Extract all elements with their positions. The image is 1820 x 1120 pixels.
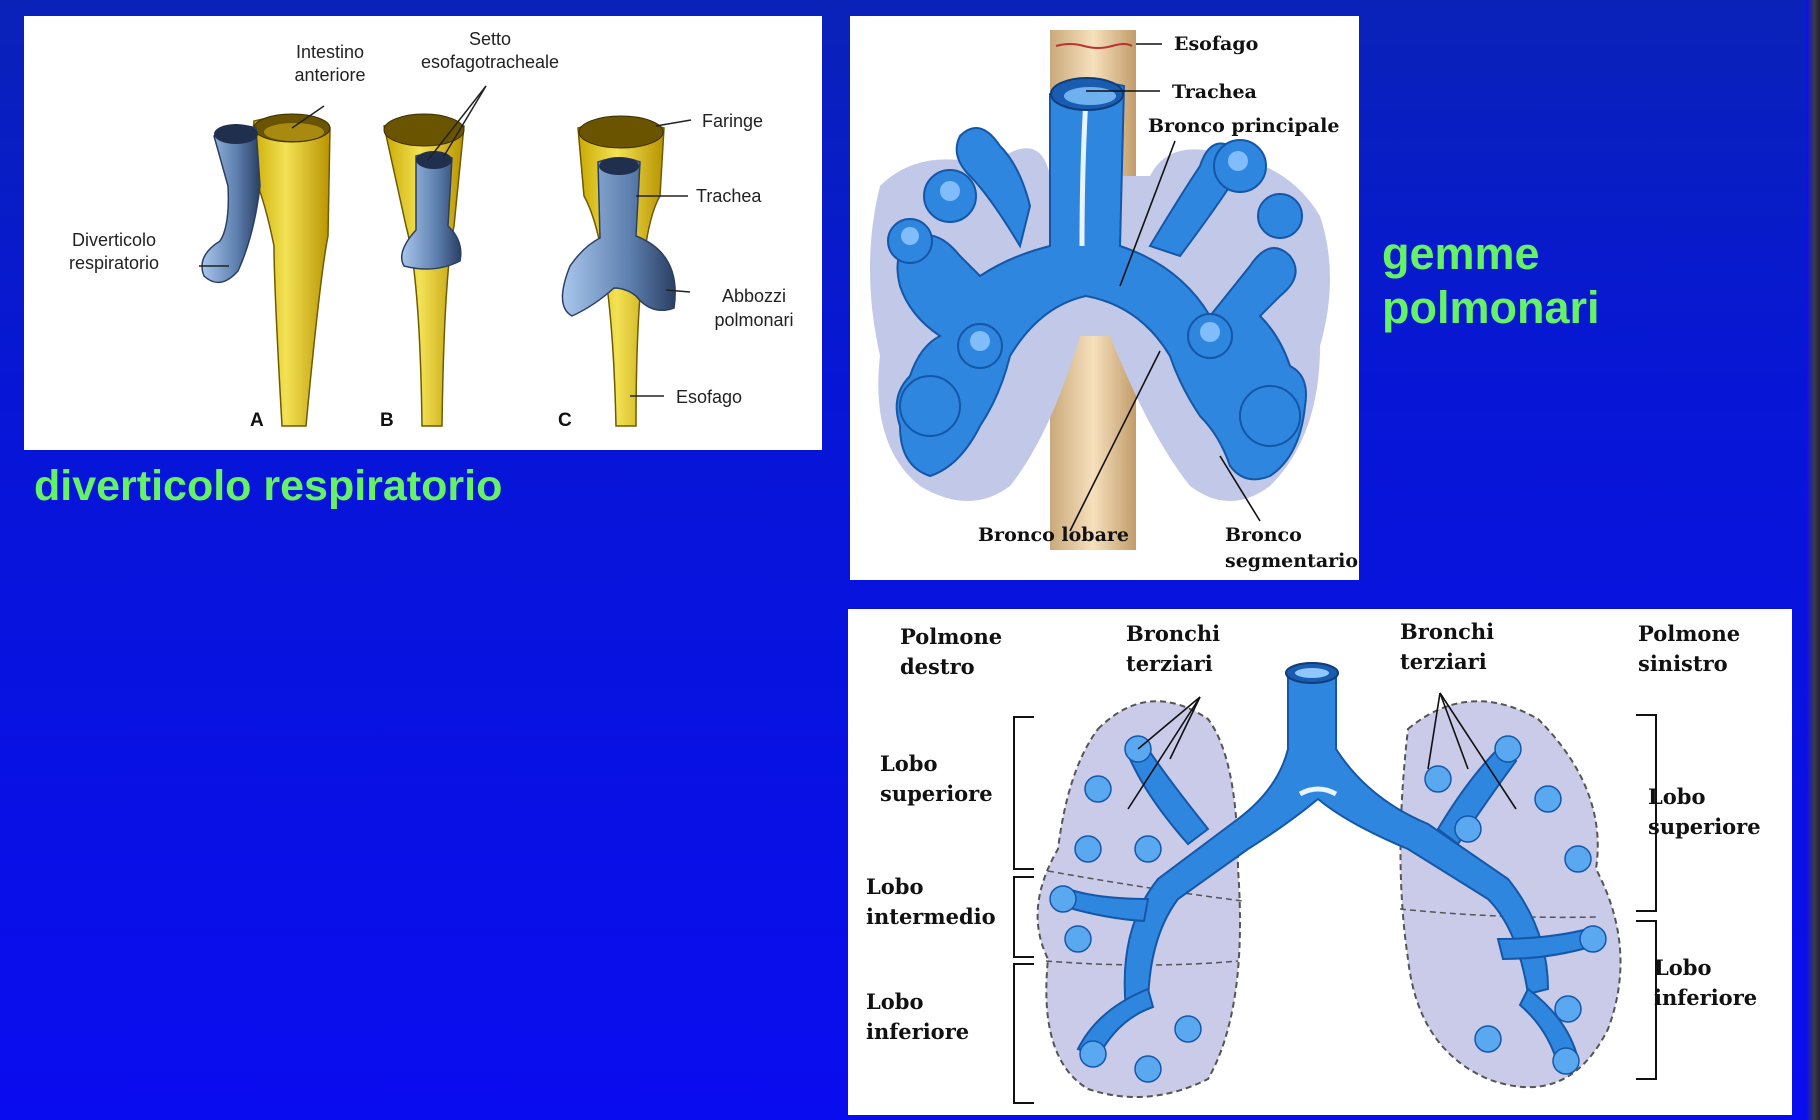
stage-c-drawing <box>561 115 676 427</box>
label-lobo-inf-l-2: inferiore <box>866 1019 969 1044</box>
label-bronco-segmentario-1: Bronco <box>1225 524 1302 546</box>
label-lobo-int-2: intermedio <box>866 904 996 929</box>
panel-respiratory-diverticulum: Intestino anteriore Setto esofagotrachea… <box>24 16 822 450</box>
lung-buds-diagram: Esofago Trachea Bronco principale Bronco… <box>870 30 1358 572</box>
window-right-edge <box>1806 0 1820 1120</box>
label-polmone-sinistro-2: sinistro <box>1638 651 1728 676</box>
label-faringe: Faringe <box>702 111 763 131</box>
label-diverticolo-2: respiratorio <box>69 253 159 273</box>
label-lobo-sup-l-1: Lobo <box>880 751 937 776</box>
panel-b-leaders <box>1069 43 1261 532</box>
stage-label-c: C <box>558 410 572 431</box>
label-bronchi-left-2: terziari <box>1126 651 1213 676</box>
label-lobo-sup-r-2: superiore <box>1648 814 1761 839</box>
label-lobo-sup-r-1: Lobo <box>1648 784 1705 809</box>
label-trachea: Trachea <box>696 186 762 206</box>
lobe-brackets <box>1013 714 1657 1104</box>
label-lobo-inf-r-2: inferiore <box>1654 985 1757 1010</box>
label-trachea-b: Trachea <box>1172 81 1257 103</box>
label-bronchi-right-1: Bronchi <box>1400 619 1494 644</box>
label-lobo-int-1: Lobo <box>866 874 923 899</box>
caption-gemme: gemme <box>1382 228 1540 279</box>
panel-lung-buds: Esofago Trachea Bronco principale Bronco… <box>850 16 1359 580</box>
stage-a-drawing <box>201 113 331 427</box>
panel-a-leaders <box>199 85 692 397</box>
label-setto-1: Setto <box>469 29 511 49</box>
label-intestino-1: Intestino <box>296 42 364 62</box>
label-bronchi-right-2: terziari <box>1400 649 1487 674</box>
label-diverticolo-1: Diverticolo <box>72 230 156 250</box>
label-abbozzi-2: polmonari <box>714 310 793 330</box>
label-esofago-a: Esofago <box>676 387 742 407</box>
label-intestino-2: anteriore <box>294 65 365 85</box>
diverticulum-diagram: Intestino anteriore Setto esofagotrachea… <box>69 29 794 431</box>
label-bronco-segmentario-2: segmentario <box>1225 550 1358 572</box>
label-polmone-destro-2: destro <box>900 654 975 679</box>
label-bronco-principale: Bronco principale <box>1148 115 1339 137</box>
label-lobo-inf-r-1: Lobo <box>1654 955 1711 980</box>
caption-diverticolo: diverticolo respiratorio <box>34 462 503 510</box>
label-abbozzi-1: Abbozzi <box>722 286 786 306</box>
caption-polmonari: polmonari <box>1382 282 1600 333</box>
label-esofago-b: Esofago <box>1174 33 1258 55</box>
panel-lung-lobes: Polmone destro Bronchi terziari Bronchi … <box>848 609 1792 1115</box>
stage-b-drawing <box>383 113 465 427</box>
label-lobo-sup-l-2: superiore <box>880 781 993 806</box>
label-setto-2: esofagotracheale <box>421 52 559 72</box>
label-polmone-destro-1: Polmone <box>900 624 1002 649</box>
panel-c-leaders <box>1127 692 1517 810</box>
lobe-bronchial-tree <box>1064 673 1592 1067</box>
lung-lobes-diagram: Polmone destro Bronchi terziari Bronchi … <box>866 619 1761 1104</box>
bronchial-tree <box>887 81 1307 481</box>
label-polmone-sinistro-1: Polmone <box>1638 621 1740 646</box>
stage-label-a: A <box>250 410 264 431</box>
stage-label-b: B <box>380 410 394 431</box>
label-bronco-lobare: Bronco lobare <box>978 524 1129 546</box>
label-lobo-inf-l-1: Lobo <box>866 989 923 1014</box>
label-bronchi-left-1: Bronchi <box>1126 621 1220 646</box>
